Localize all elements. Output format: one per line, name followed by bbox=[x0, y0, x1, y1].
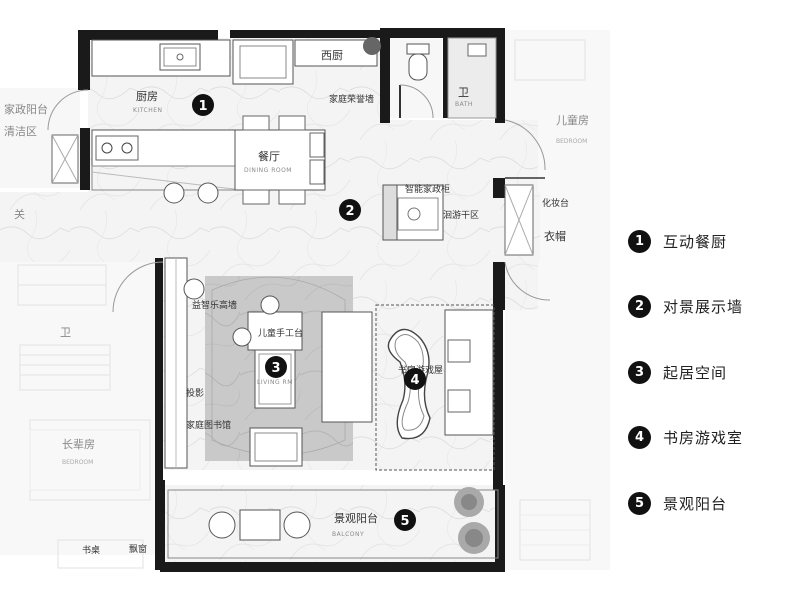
label-kitchen-en: KITCHEN bbox=[133, 107, 163, 114]
marker-2-label: 2 bbox=[345, 204, 354, 219]
label-wardrobe: 衣帽 bbox=[544, 229, 566, 243]
marker-3 bbox=[265, 356, 287, 378]
legend-item: 5 景观阳台 bbox=[628, 490, 798, 516]
marker-4 bbox=[404, 368, 426, 390]
label-elder-room-en: BEDROOM bbox=[62, 459, 93, 466]
walls bbox=[78, 28, 505, 572]
balcony-furniture bbox=[167, 487, 499, 559]
marker-5-label: 5 bbox=[400, 514, 409, 529]
legend-label: 互动餐厨 bbox=[663, 232, 728, 251]
top-bathroom-fixtures bbox=[390, 37, 497, 119]
label-music-wall: 益智乐高墙 bbox=[192, 299, 237, 311]
marker-2 bbox=[339, 199, 361, 221]
dining-table bbox=[163, 115, 326, 205]
label-housekeeping-balcony: 家政阳台 bbox=[4, 102, 48, 116]
legend-label: 景观阳台 bbox=[663, 494, 728, 513]
label-balcony: 景观阳台 bbox=[334, 511, 378, 525]
label-library: 家庭图书馆 bbox=[186, 419, 231, 431]
label-balcony-en: BALCONY bbox=[332, 531, 364, 538]
label-bay-window: 飘窗 bbox=[129, 543, 147, 555]
label-bath-en: BATH bbox=[455, 101, 473, 108]
label-entry: 关 bbox=[14, 207, 25, 221]
marker-1 bbox=[192, 94, 214, 116]
label-left-bath: 卫 bbox=[60, 326, 71, 339]
legend-label: 书房游戏室 bbox=[663, 429, 744, 447]
legend-number: 5 bbox=[628, 491, 651, 515]
zone-markers: 1 2 3 4 5 bbox=[192, 94, 426, 531]
door-swings bbox=[47, 89, 551, 313]
label-desk: 书桌 bbox=[82, 544, 100, 556]
label-makeup-table: 化妆台 bbox=[542, 197, 569, 209]
label-bath: 卫 bbox=[458, 86, 469, 99]
floor-plan: 厨房 KITCHEN 西厨 家庭荣誉墙 餐厅 DINING ROOM 卫 BAT… bbox=[0, 28, 591, 572]
label-elder-room: 长辈房 bbox=[62, 437, 95, 451]
marker-5 bbox=[394, 509, 416, 531]
label-cleaning-zone: 清洁区 bbox=[4, 125, 37, 138]
label-living-en: LIVING RM bbox=[257, 379, 293, 386]
legend-number: 2 bbox=[628, 295, 651, 318]
marker-1-label: 1 bbox=[198, 99, 207, 114]
legend-item: 2 对景展示墙 bbox=[628, 294, 798, 320]
label-kids-room-en: BEDROOM bbox=[556, 138, 587, 145]
marker-4-label: 4 bbox=[410, 373, 419, 388]
label-projection: 投影 bbox=[186, 387, 204, 399]
cleaning-zone-storage bbox=[51, 134, 79, 184]
label-western-kitchen: 西厨 bbox=[321, 49, 343, 62]
legend-number: 4 bbox=[628, 426, 651, 449]
legend-number: 1 bbox=[628, 229, 651, 253]
label-kitchen: 厨房 bbox=[136, 90, 158, 103]
marker-3-label: 3 bbox=[271, 361, 280, 376]
label-smart-housekeeping: 智能家政柜 bbox=[405, 183, 450, 195]
legend-label: 起居空间 bbox=[663, 363, 728, 382]
legend-number: 3 bbox=[628, 360, 651, 384]
label-honor-wall: 家庭荣誉墙 bbox=[329, 93, 374, 105]
kitchen-counters bbox=[91, 37, 381, 191]
legend-item: 1 互动餐厨 bbox=[628, 228, 798, 254]
label-kids-worktable: 儿童手工台 bbox=[258, 327, 303, 339]
label-dry-zone: 洄游干区 bbox=[443, 209, 479, 221]
legend-label: 对景展示墙 bbox=[663, 298, 744, 316]
legend-item: 4 书房游戏室 bbox=[628, 425, 798, 451]
legend: 1 互动餐厨 2 对景展示墙 3 起居空间 4 书房游戏室 5 景观阳台 bbox=[628, 228, 798, 556]
label-dining: 餐厅 bbox=[258, 149, 280, 163]
label-kids-room: 儿童房 bbox=[556, 113, 589, 127]
wardrobe bbox=[504, 184, 534, 256]
housekeeping-cabinet bbox=[382, 184, 444, 241]
legend-item: 3 起居空间 bbox=[628, 359, 798, 385]
label-dining-en: DINING ROOM bbox=[244, 167, 292, 174]
